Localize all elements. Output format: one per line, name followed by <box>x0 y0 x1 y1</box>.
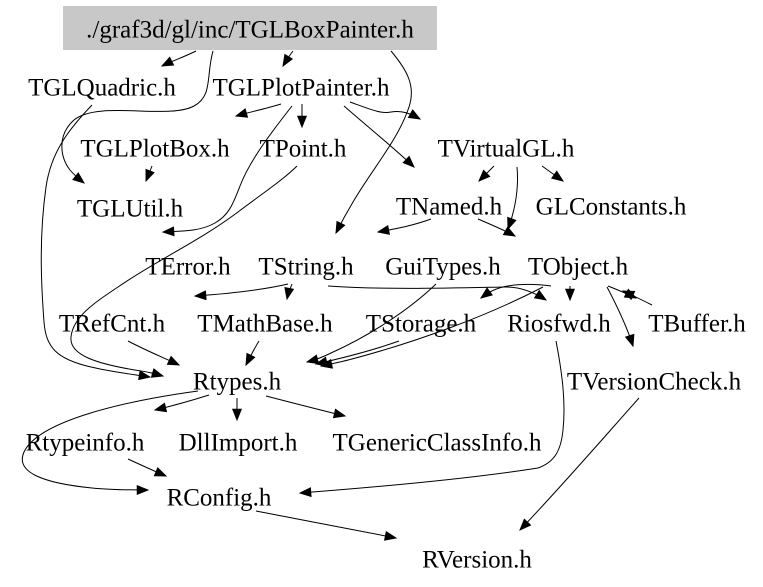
node-guitypes[interactable]: GuiTypes.h <box>385 254 501 281</box>
node-tbuffer[interactable]: TBuffer.h <box>648 311 746 338</box>
edge-tglplotpainter-to-tnamed <box>343 105 415 168</box>
edge-root-to-tstring <box>335 50 412 235</box>
edge-tvirtualgl-to-guitypes <box>507 166 518 231</box>
edge-riosfwd-to-rconfig <box>298 340 565 498</box>
edge-tbuffer-to-tobject <box>621 290 653 306</box>
edge-rtypes-to-tgenericclassinfo <box>265 395 347 419</box>
node-tglquadric[interactable]: TGLQuadric.h <box>28 75 176 102</box>
edge-root-to-tglutil <box>61 50 214 184</box>
edge-tvirtualgl-to-tnamed <box>478 165 495 182</box>
edge-tglquadric-to-rtypes <box>40 104 152 381</box>
edge-tstring-to-trefcnt <box>193 283 289 301</box>
node-tmathbase[interactable]: TMathBase.h <box>197 311 333 338</box>
node-tvirtualgl[interactable]: TVirtualGL.h <box>438 136 575 163</box>
node-tgenericclassinfo[interactable]: TGenericClassInfo.h <box>333 430 542 457</box>
edge-tnamed-to-tstring <box>376 218 432 235</box>
nodes-layer: ./graf3d/gl/inc/TGLBoxPainter.hTGLQuadri… <box>26 6 746 574</box>
edge-rtypes-to-rtypeinfo <box>153 394 210 413</box>
edges-layer <box>21 50 653 541</box>
node-tstring[interactable]: TString.h <box>258 254 354 281</box>
edge-rtypes-to-rconfig <box>21 390 199 495</box>
node-rtypes[interactable]: Rtypes.h <box>193 369 282 396</box>
node-dllimport[interactable]: DllImport.h <box>179 430 298 457</box>
edge-trefcnt-to-rtypes <box>127 340 181 366</box>
node-rversion[interactable]: RVersion.h <box>422 547 532 574</box>
node-tstorage[interactable]: TStorage.h <box>366 311 477 338</box>
edge-tglplotpainter-to-tvirtualgl <box>349 101 422 120</box>
root-node-box <box>63 6 437 50</box>
edge-tstring-to-riosfwd <box>327 285 548 301</box>
node-tversioncheck[interactable]: TVersionCheck.h <box>567 369 742 396</box>
edge-tvirtualgl-to-glconstants <box>541 165 565 182</box>
node-tglplotpainter[interactable]: TGLPlotPainter.h <box>212 75 390 102</box>
node-riosfwd[interactable]: Riosfwd.h <box>507 311 611 338</box>
node-trefcnt[interactable]: TRefCnt.h <box>59 311 166 338</box>
edge-root-to-tglplotpainter <box>282 50 294 68</box>
node-rtypeinfo[interactable]: Rtypeinfo.h <box>26 430 145 457</box>
edge-tstring-to-tmathbase <box>284 283 295 301</box>
edge-tobject-to-tversioncheck <box>606 286 635 348</box>
node--graf3d-gl-inc-tglboxpainter-h[interactable]: ./graf3d/gl/inc/TGLBoxPainter.h <box>86 17 414 44</box>
edge-tglplotpainter-to-terror <box>161 105 293 237</box>
edge-tglplotbox-to-tglutil <box>145 165 155 183</box>
node-rconfig[interactable]: RConfig.h <box>167 485 272 512</box>
edge-tobject-to-rtypes <box>319 286 544 369</box>
node-glconstants[interactable]: GLConstants.h <box>536 194 687 221</box>
edge-rconfig-to-rversion <box>255 510 398 541</box>
node-tnamed[interactable]: TNamed.h <box>396 194 503 221</box>
edge-tmathbase-to-rtypes <box>245 340 260 367</box>
edge-root-to-tglquadric <box>160 50 197 67</box>
edge-rtypeinfo-to-rconfig <box>127 458 168 477</box>
edge-tglplotpainter-to-tglplotbox <box>234 103 282 118</box>
edge-tversioncheck-to-rversion <box>519 397 640 531</box>
node-tglplotbox[interactable]: TGLPlotBox.h <box>80 136 230 163</box>
edge-tstorage-to-rtypes <box>314 340 400 367</box>
edge-tobject-to-tstorage <box>479 283 552 299</box>
node-terror[interactable]: TError.h <box>145 254 231 281</box>
node-tpoint[interactable]: TPoint.h <box>260 136 347 163</box>
edge-tnamed-to-tobject <box>477 218 517 237</box>
node-tglutil[interactable]: TGLUtil.h <box>77 196 184 223</box>
node-tobject[interactable]: TObject.h <box>528 254 629 281</box>
